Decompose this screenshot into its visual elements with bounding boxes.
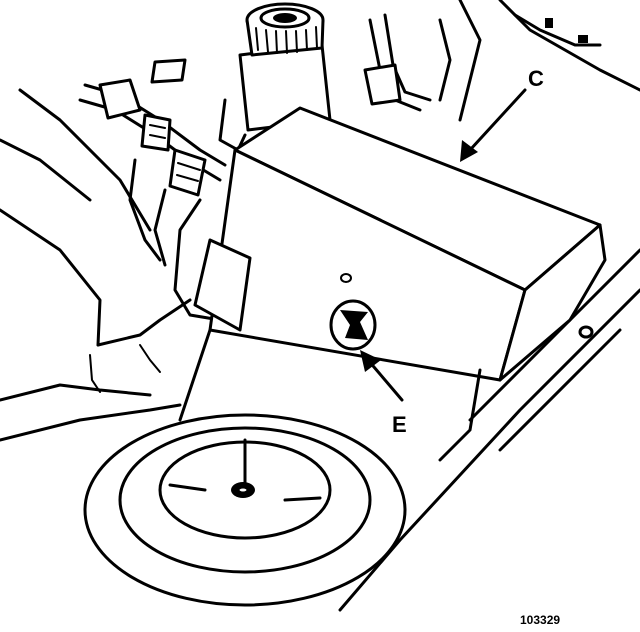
arrow-e xyxy=(360,350,404,402)
top-bracket xyxy=(513,13,602,47)
cover-housing xyxy=(178,106,607,462)
bracket-slot xyxy=(578,35,588,43)
filler-cap-assembly xyxy=(218,2,332,152)
crank-pulley xyxy=(83,413,407,607)
label-c: C xyxy=(528,66,544,91)
bolt-hole xyxy=(578,325,594,339)
hose-connectors xyxy=(78,58,227,322)
label-e: E xyxy=(392,412,407,437)
figure-reference-number: 103329 xyxy=(520,613,560,627)
fastener-e xyxy=(329,273,377,351)
cable-clip xyxy=(363,13,452,112)
small-screw xyxy=(340,273,352,283)
arrow-c xyxy=(460,88,527,162)
bracket-slot xyxy=(545,18,553,28)
engine-bay-outline xyxy=(0,88,192,442)
